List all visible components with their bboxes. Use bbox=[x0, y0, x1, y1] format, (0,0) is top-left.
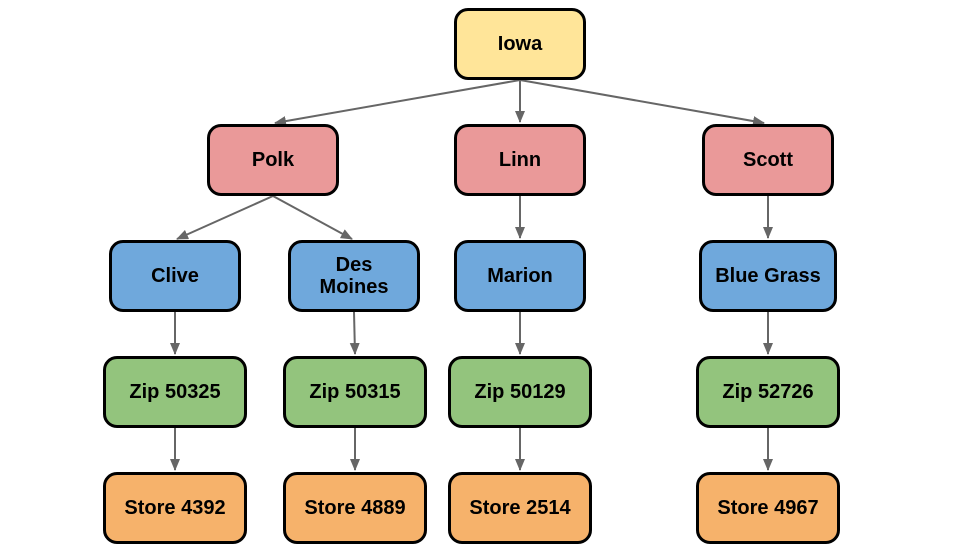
node-polk: Polk bbox=[207, 124, 339, 196]
node-clive: Clive bbox=[109, 240, 241, 312]
node-marion-label: Marion bbox=[487, 265, 553, 287]
edge-iowa-scott bbox=[519, 79, 765, 127]
node-iowa: Iowa bbox=[454, 8, 586, 80]
node-store-2514: Store 2514 bbox=[448, 472, 592, 544]
node-zip-50129-label: Zip 50129 bbox=[474, 381, 566, 403]
node-iowa-label: Iowa bbox=[497, 33, 543, 55]
node-store-4967-label: Store 4967 bbox=[717, 497, 819, 519]
node-store-4392-label: Store 4392 bbox=[124, 497, 226, 519]
node-zip-52726-label: Zip 52726 bbox=[722, 381, 814, 403]
node-marion: Marion bbox=[454, 240, 586, 312]
node-des-moines-label: Des Moines bbox=[319, 254, 389, 298]
edge-polk-des-moines bbox=[272, 195, 353, 240]
edge-polk-clive bbox=[176, 195, 274, 240]
edge-iowa-polk bbox=[274, 79, 521, 127]
node-store-4967: Store 4967 bbox=[696, 472, 840, 544]
node-blue-grass-label: Blue Grass bbox=[715, 265, 821, 287]
node-linn: Linn bbox=[454, 124, 586, 196]
node-scott: Scott bbox=[702, 124, 834, 196]
node-zip-50325-label: Zip 50325 bbox=[129, 381, 221, 403]
node-zip-50129: Zip 50129 bbox=[448, 356, 592, 428]
node-store-4392: Store 4392 bbox=[103, 472, 247, 544]
node-zip-50325: Zip 50325 bbox=[103, 356, 247, 428]
node-des-moines: Des Moines bbox=[288, 240, 420, 312]
node-scott-label: Scott bbox=[743, 149, 793, 171]
node-zip-50315: Zip 50315 bbox=[283, 356, 427, 428]
node-zip-52726: Zip 52726 bbox=[696, 356, 840, 428]
node-store-4889: Store 4889 bbox=[283, 472, 427, 544]
node-linn-label: Linn bbox=[498, 149, 542, 171]
node-store-2514-label: Store 2514 bbox=[469, 497, 571, 519]
node-zip-50315-label: Zip 50315 bbox=[309, 381, 401, 403]
node-polk-label: Polk bbox=[251, 149, 295, 171]
node-blue-grass: Blue Grass bbox=[699, 240, 837, 312]
node-clive-label: Clive bbox=[151, 265, 199, 287]
node-store-4889-label: Store 4889 bbox=[304, 497, 406, 519]
edge-des-moines-zip-50315 bbox=[349, 311, 360, 355]
